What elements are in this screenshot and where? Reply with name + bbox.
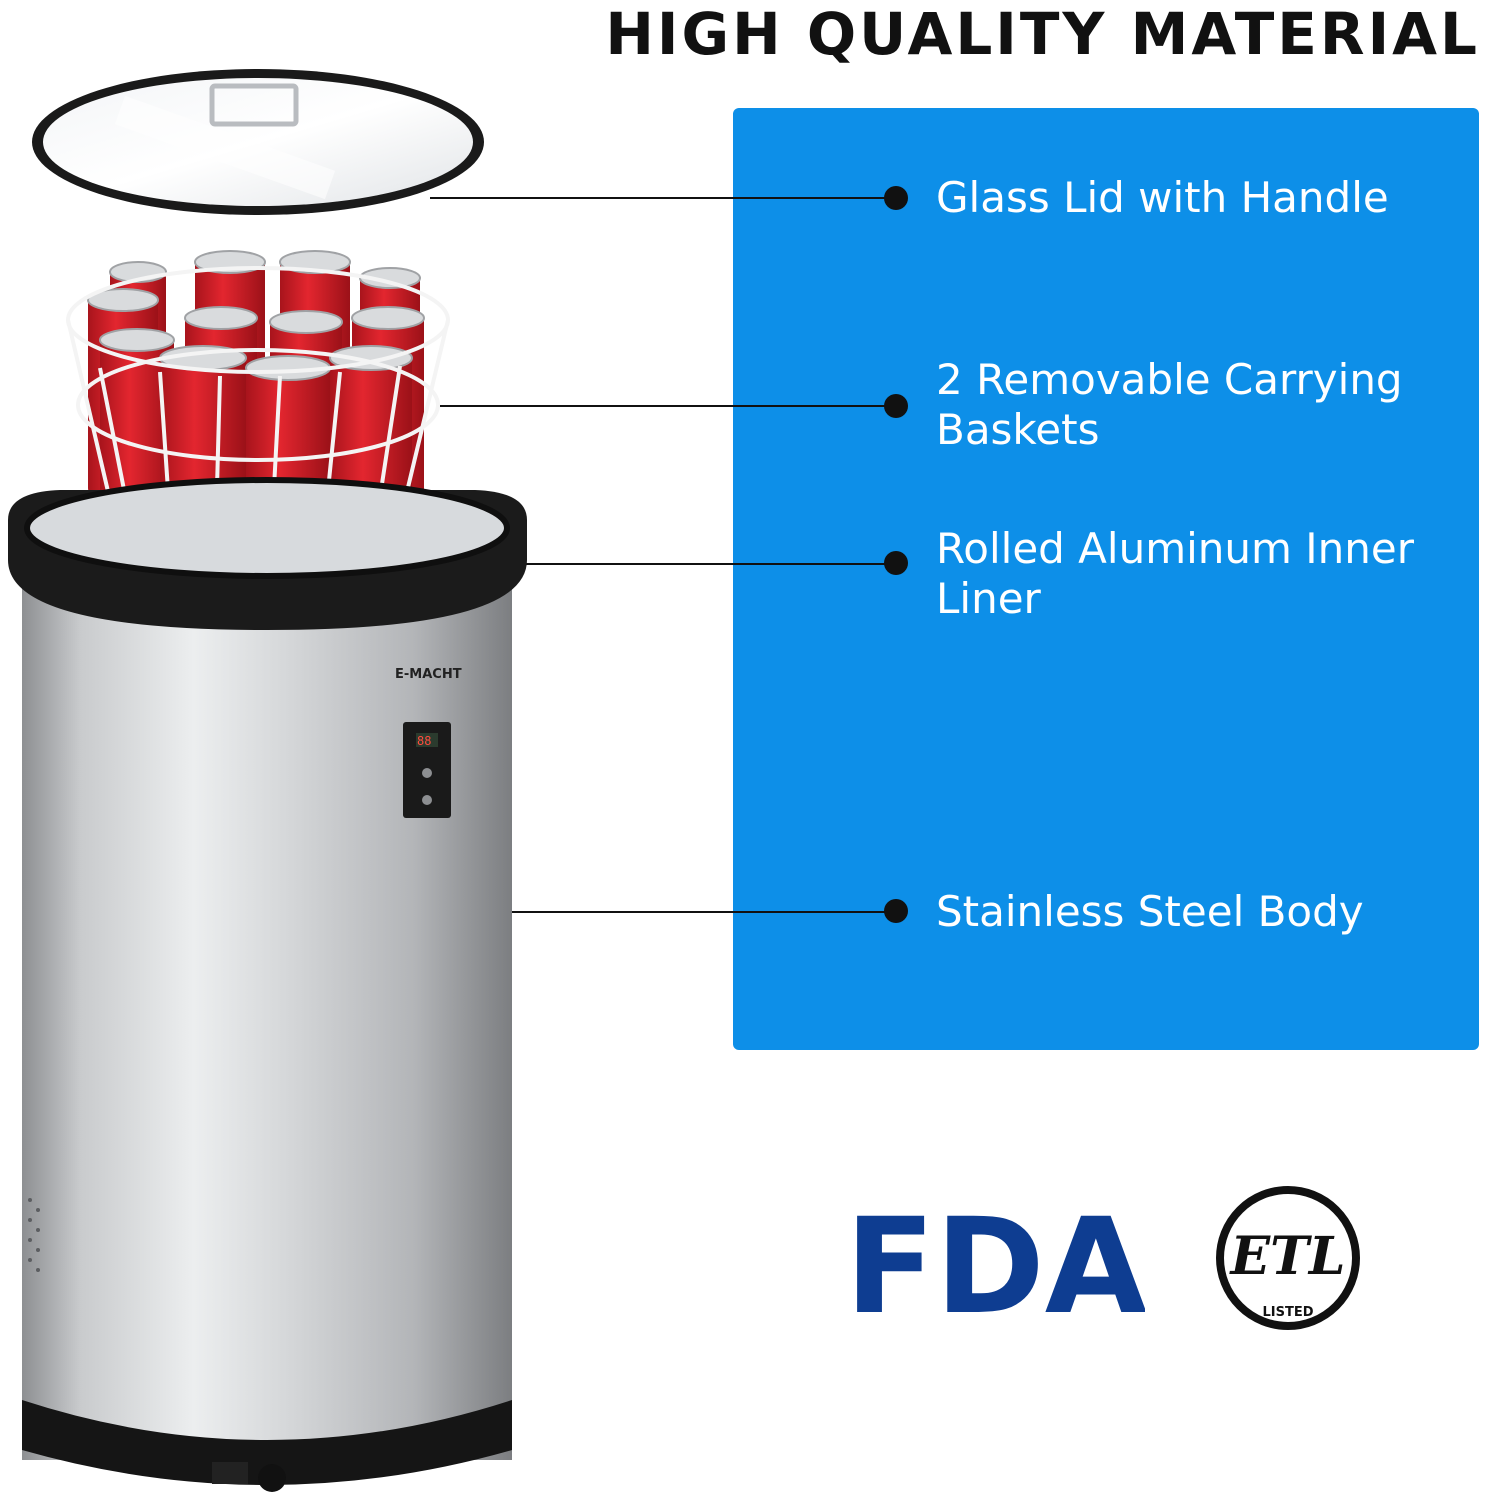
cooler-icon: E-MACHT 88 [8, 477, 527, 1492]
leader-line-lid [430, 197, 896, 199]
feature-liner-line2: Liner [936, 574, 1041, 623]
feature-steel-body: Stainless Steel Body [936, 887, 1364, 936]
feature-panel [733, 108, 1479, 1050]
brand-logo: E-MACHT [395, 667, 462, 682]
glass-lid-icon [32, 69, 484, 215]
bullet-dot-body [884, 899, 908, 923]
leader-line-basket [440, 405, 896, 407]
fda-logo: FDA [845, 1200, 1145, 1320]
feature-inner-liner: Rolled Aluminum Inner Liner [936, 524, 1414, 624]
bullet-dot-liner [884, 551, 908, 575]
temperature-button [422, 768, 432, 778]
power-button [422, 795, 432, 805]
leader-line-body [430, 911, 896, 913]
feature-liner-line1: Rolled Aluminum Inner [936, 524, 1415, 573]
bullet-dot-lid [884, 186, 908, 210]
fda-text: FDA [845, 1200, 1145, 1320]
leader-line-liner [430, 563, 896, 565]
etl-listed-text: LISTED [1262, 1305, 1313, 1320]
feature-glass-lid: Glass Lid with Handle [936, 173, 1389, 222]
etl-text: ETL [1229, 1226, 1346, 1287]
feature-baskets-line1: 2 Removable Carrying [936, 355, 1403, 404]
feature-baskets: 2 Removable Carrying Baskets [936, 355, 1403, 455]
page-title: HIGH QUALITY MATERIAL [605, 0, 1480, 68]
etl-logo: ETL LISTED [1216, 1186, 1360, 1330]
feature-baskets-line2: Baskets [936, 405, 1100, 454]
basket-icon [66, 250, 450, 526]
temperature-display: 88 [417, 734, 431, 748]
bullet-dot-basket [884, 394, 908, 418]
